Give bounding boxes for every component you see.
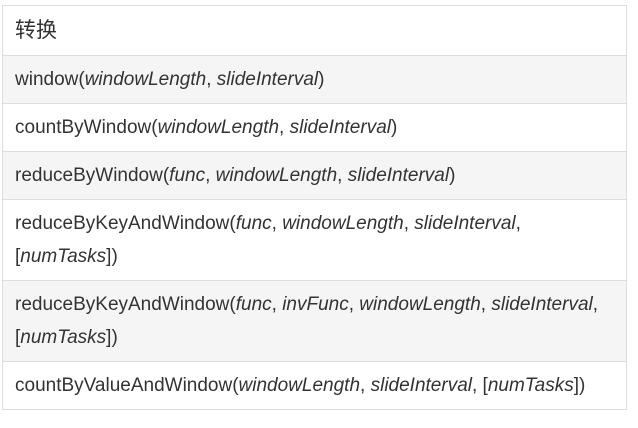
- table-body: window(windowLength, slideInterval)count…: [2, 55, 627, 410]
- code-text: window(: [15, 69, 85, 90]
- code-text: countByValueAndWindow(: [15, 375, 239, 396]
- code-text: ): [318, 69, 325, 90]
- code-text: ,: [515, 213, 521, 234]
- code-text: ,: [337, 165, 348, 186]
- param-name: slideInterval: [216, 69, 319, 90]
- param-name: invFunc: [282, 294, 349, 315]
- param-name: slideInterval: [289, 117, 391, 138]
- param-name: func: [169, 165, 206, 186]
- transformation-cell: countByValueAndWindow(windowLength, slid…: [2, 361, 627, 410]
- table-row: window(windowLength, slideInterval): [2, 55, 627, 104]
- table-header-row: 转换: [2, 5, 627, 56]
- param-name: slideInterval: [347, 165, 450, 186]
- code-text: ]): [106, 246, 118, 267]
- param-name: slideInterval: [414, 213, 516, 234]
- code-text: countByWindow(: [15, 117, 158, 138]
- transformation-cell: countByWindow(windowLength, slideInterva…: [2, 103, 627, 152]
- table-row: countByWindow(windowLength, slideInterva…: [2, 103, 627, 152]
- param-name: windowLength: [157, 117, 280, 138]
- code-text: ,: [360, 375, 371, 396]
- param-name: func: [235, 213, 272, 234]
- transformation-cell: window(windowLength, slideInterval): [2, 55, 627, 104]
- code-text: ): [449, 165, 456, 186]
- code-text: ,: [271, 294, 283, 315]
- code-text: ,: [205, 165, 216, 186]
- table-row: reduceByWindow(func, windowLength, slide…: [2, 151, 627, 200]
- param-name: slideInterval: [370, 375, 472, 396]
- param-name: windowLength: [359, 294, 481, 315]
- code-text: ,: [480, 294, 492, 315]
- transformation-cell: reduceByKeyAndWindow(func, invFunc, wind…: [2, 280, 627, 362]
- table-row: reduceByKeyAndWindow(func, windowLength,…: [2, 199, 627, 281]
- param-name: numTasks: [20, 246, 107, 267]
- code-text: ]): [106, 327, 118, 348]
- code-text: ): [391, 117, 398, 138]
- code-text: ,: [348, 294, 360, 315]
- code-text: [: [15, 246, 21, 267]
- code-text: ,: [592, 294, 599, 315]
- param-name: slideInterval: [491, 294, 593, 315]
- param-name: windowLength: [238, 375, 361, 396]
- code-text: ,: [279, 117, 290, 138]
- code-text: reduceByKeyAndWindow(: [15, 213, 236, 234]
- transformation-cell: reduceByWindow(func, windowLength, slide…: [2, 151, 627, 200]
- param-name: windowLength: [84, 69, 207, 90]
- table-header-cell-transformation: 转换: [2, 5, 627, 56]
- code-text: ,: [206, 69, 217, 90]
- param-name: func: [235, 294, 272, 315]
- code-text: reduceByWindow(: [15, 165, 170, 186]
- param-name: numTasks: [487, 375, 574, 396]
- transformation-cell: reduceByKeyAndWindow(func, windowLength,…: [2, 199, 627, 281]
- code-text: reduceByKeyAndWindow(: [15, 294, 236, 315]
- window-transformations-table: 转换 window(windowLength, slideInterval)co…: [2, 5, 627, 410]
- table-row: reduceByKeyAndWindow(func, invFunc, wind…: [2, 280, 627, 362]
- table-row: countByValueAndWindow(windowLength, slid…: [2, 361, 627, 410]
- code-text: ,: [403, 213, 415, 234]
- table-head: 转换: [2, 5, 627, 56]
- param-name: numTasks: [20, 327, 107, 348]
- code-text: [: [15, 327, 21, 348]
- code-text: , [: [471, 375, 488, 396]
- code-text: ,: [271, 213, 283, 234]
- code-text: ]): [573, 375, 586, 396]
- param-name: windowLength: [282, 213, 404, 234]
- param-name: windowLength: [215, 165, 338, 186]
